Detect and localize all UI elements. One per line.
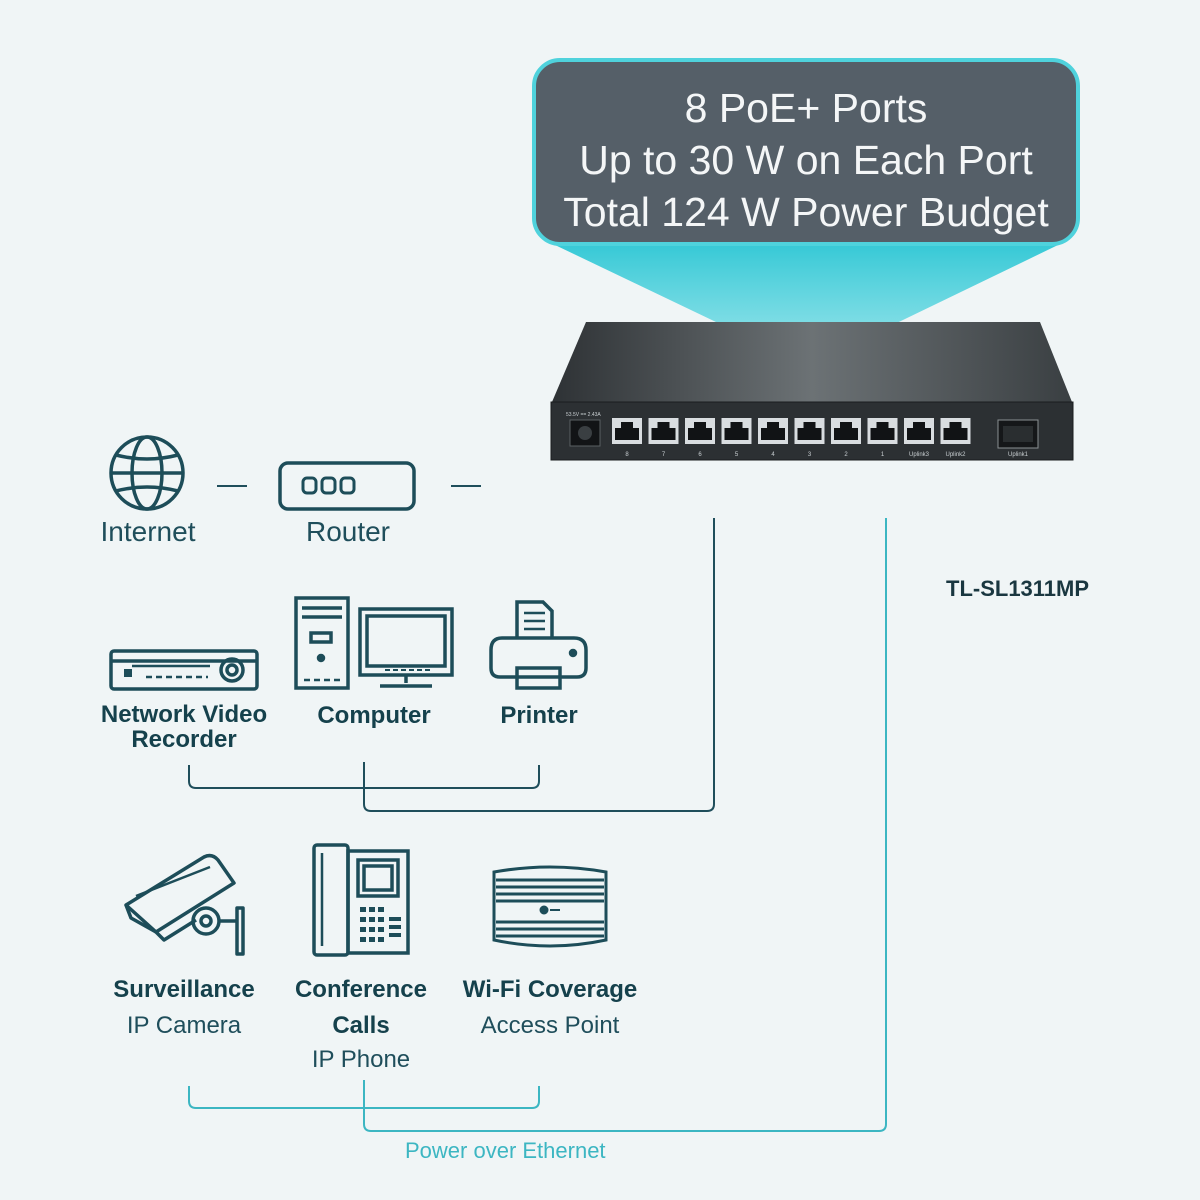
printer-icon: [489, 600, 588, 690]
printer-label: Printer: [500, 702, 578, 729]
callout-beam: [555, 245, 1058, 366]
port-label: Uplink3: [909, 452, 930, 458]
ap-label: Wi-Fi Coverage Access Point: [446, 976, 654, 1040]
nvr-label-line1: Network Video: [100, 701, 268, 728]
rj45-port: 8: [612, 418, 642, 458]
callout-line-per-port: Up to 30 W on Each Port: [579, 137, 1033, 183]
ap-title: Wi-Fi Coverage: [462, 976, 638, 1003]
port-label: 2: [844, 452, 848, 458]
sfp-cage: [1003, 426, 1033, 442]
switch-device: 53.5V == 2.43A 8 7 6 5 4 3 2 1 Uplink3 Uplink2 Up…: [550, 322, 1074, 461]
poe-spec-callout: 8 PoE+ Ports Up to 30 W on Each Port Tot…: [532, 58, 1080, 246]
port-label: Uplink2: [945, 452, 966, 458]
ap-subtitle: Access Point: [480, 1012, 620, 1039]
power-jack-socket: [578, 426, 592, 440]
port-label: 6: [698, 452, 702, 458]
port-label: 1: [881, 452, 885, 458]
callout-line-budget: Total 124 W Power Budget: [563, 189, 1049, 235]
phone-subtitle: IP Phone: [311, 1046, 411, 1073]
port-label: 8: [625, 452, 629, 458]
globe-icon: [109, 435, 185, 511]
camera-label: Surveillance IP Camera: [94, 976, 274, 1040]
rj45-port: Uplink3: [904, 418, 934, 458]
phone-title-line2: Calls: [332, 1012, 390, 1039]
rj45-port: Uplink2: [940, 418, 971, 458]
switch-model-name: TL-SL1311MP: [946, 576, 1090, 601]
switch-power-label: 53.5V == 2.43A: [566, 412, 601, 418]
port-label: 5: [735, 452, 739, 458]
phone-icon: [312, 843, 410, 957]
camera-subtitle: IP Camera: [126, 1012, 242, 1039]
phone-label: Conference Calls IP Phone: [276, 976, 446, 1074]
camera-title: Surveillance: [113, 976, 255, 1003]
poe-label: Power over Ethernet: [405, 1138, 606, 1163]
access-point-icon: [492, 865, 608, 948]
rj45-port: 1: [867, 418, 898, 458]
port-label: 3: [808, 452, 812, 458]
port-label: 7: [662, 452, 666, 458]
rj45-port: 7: [648, 418, 679, 458]
port-label: 4: [771, 452, 775, 458]
nvr-label: Network Video Recorder: [84, 702, 284, 752]
router-icon: [278, 461, 416, 511]
internet-label: Internet: [100, 516, 196, 547]
rj45-port: 4: [758, 418, 788, 458]
port-row: 8 7 6 5 4 3 2 1 Uplink3 Uplink2: [612, 418, 971, 458]
computer-icon: [294, 596, 454, 690]
nvr-icon: [109, 649, 259, 691]
rj45-port: 3: [794, 418, 825, 458]
rj45-port: 2: [831, 418, 861, 458]
callout-line-ports: 8 PoE+ Ports: [684, 85, 928, 131]
rj45-port: 6: [685, 418, 715, 458]
poe-line-to-switch: [363, 518, 887, 1132]
camera-icon: [124, 853, 245, 956]
router-label: Router: [305, 516, 391, 547]
switch-top: [552, 322, 1072, 402]
computer-label: Computer: [317, 702, 431, 729]
line-group1-to-switch: [363, 518, 715, 812]
nvr-label-line2: Recorder: [131, 726, 237, 753]
phone-title-line1: Conference: [294, 976, 428, 1003]
sfp-port-label: Uplink1: [1008, 452, 1029, 458]
rj45-port: 5: [721, 418, 752, 458]
